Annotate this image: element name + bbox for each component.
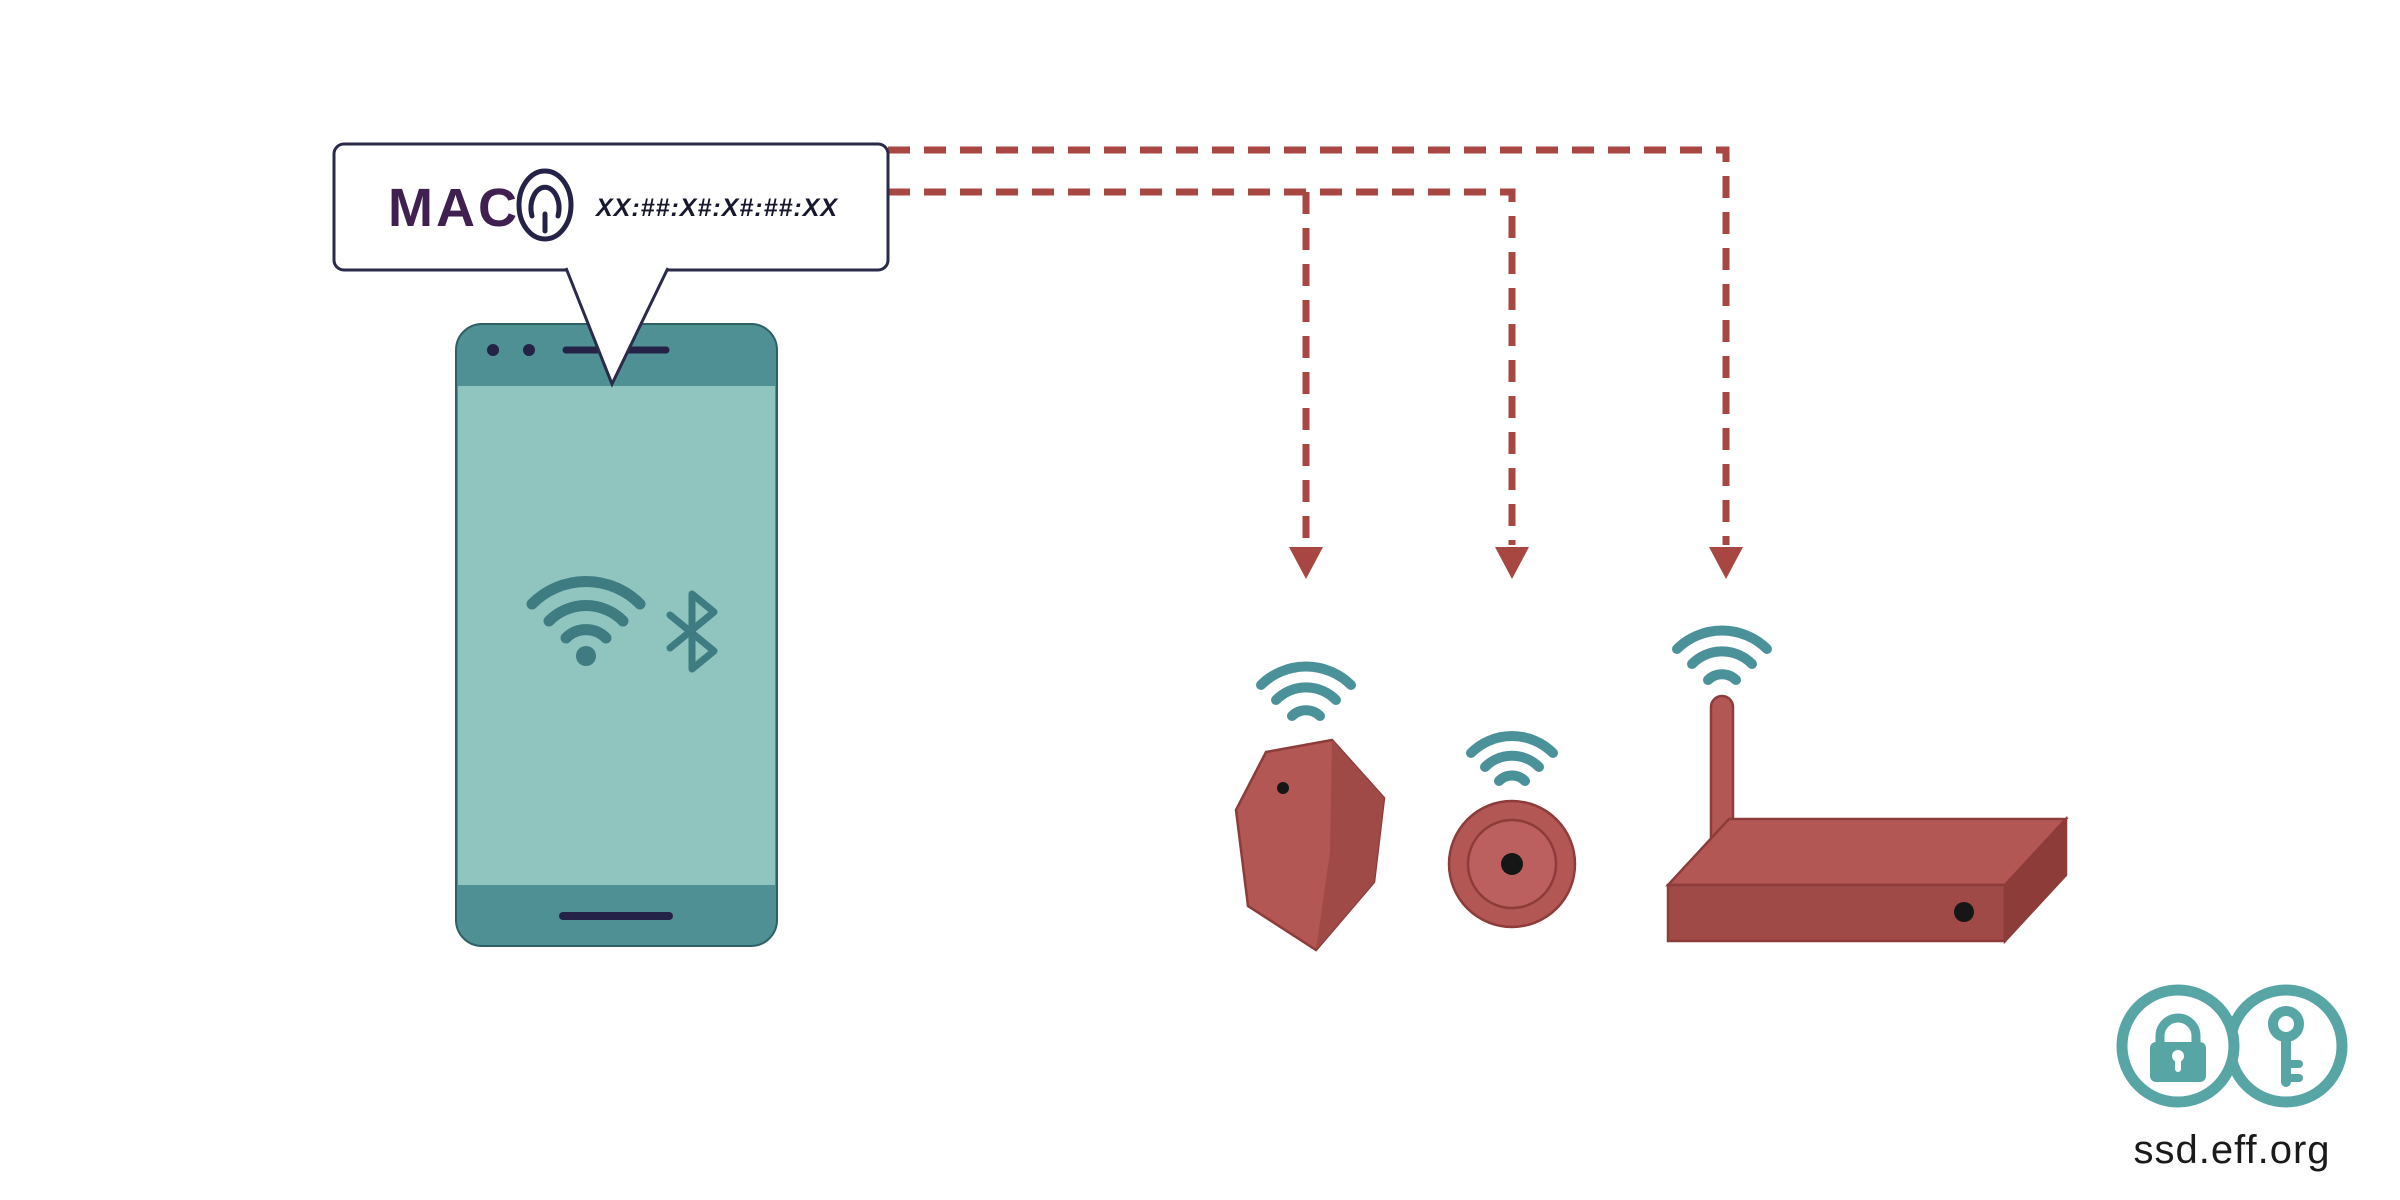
wifi-waves-icon (1672, 625, 1772, 685)
fingerprint-icon (516, 168, 574, 242)
router-top-face (1665, 817, 2069, 887)
bluetooth-icon (666, 590, 718, 673)
arrow-to-router (888, 146, 1730, 545)
key-icon (2268, 1006, 2304, 1087)
mac-address-value: XX:##:X#:X#:##:XX (594, 194, 838, 222)
wifi-icon (526, 576, 646, 666)
site-url: ssd.eff.org (2133, 1128, 2330, 1172)
camera-dot (487, 344, 499, 356)
beacon-rock-facet (1316, 740, 1384, 950)
arrowhead-round-beacon (1495, 547, 1529, 579)
router-led (1954, 902, 1974, 922)
broadcast-arrows (888, 146, 1743, 579)
beacon-rock-led (1277, 782, 1289, 794)
arrowhead-router (1709, 547, 1743, 579)
wifi-waves-icon (1256, 661, 1356, 721)
eff-ssd-logo (2116, 984, 2348, 1108)
phone-screen (458, 386, 775, 885)
arrow-to-round-beacon (888, 188, 1516, 545)
smartphone (455, 323, 778, 947)
wifi-router (1665, 625, 2069, 945)
arrowhead-rock-beacon (1289, 547, 1323, 579)
mac-speech-bubble: MAC XX:##:X#:X#:##:XX (332, 142, 890, 388)
router-side-face (2003, 815, 2068, 945)
bluetooth-beacon-rock (1234, 661, 1386, 952)
padlock-icon (2150, 1013, 2206, 1082)
beacon-round-button (1501, 853, 1523, 875)
mac-label: MAC (388, 178, 520, 238)
sensor-dot (523, 344, 535, 356)
bluetooth-beacon-round (1447, 731, 1577, 929)
wifi-waves-icon (1466, 731, 1558, 786)
speech-bubble-tail (564, 267, 670, 388)
